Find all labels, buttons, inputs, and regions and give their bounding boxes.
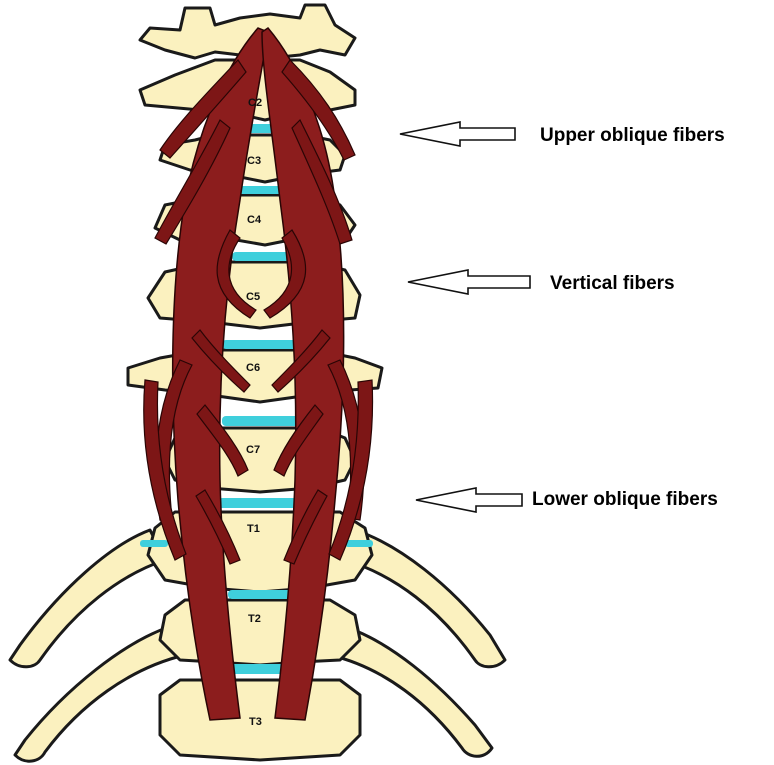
vertebra-label-c2: C2 [248,97,262,109]
arrow-upper-oblique-icon [399,121,516,147]
vertical-slip-right-c5 [263,229,307,319]
lower-oblique-slip-left-3 [196,404,249,477]
vertebra-label-t2: T2 [248,613,261,625]
lower-oblique-slip-right-3 [273,404,324,477]
disc-c5-c6 [222,340,302,349]
longus-colli-muscle [143,27,374,721]
vertebral-column [8,3,507,763]
vertebra-label-t1: T1 [247,523,260,535]
disc-rib-right [345,540,373,547]
upper-oblique-slip-left-2 [154,119,231,245]
vertical-slip-left-c5 [216,229,257,319]
vertebra-label-c4: C4 [247,214,262,226]
lower-oblique-slip-right-2 [328,379,374,561]
rib-left-lower [13,623,187,763]
upper-oblique-slip-right-2 [291,118,353,245]
disc-c6-c7 [222,416,302,426]
disc-c7-t1 [218,498,304,508]
vertebra-labels: C2 C3 C4 C5 C6 C7 T1 T2 T3 [246,97,262,728]
chevron-slip-right-t1 [283,489,328,565]
fiber-callouts: Upper oblique fibers Vertical fibers Low… [399,121,725,513]
vertebra-label-t3: T3 [249,716,262,728]
chevron-slip-left-t1 [195,489,241,565]
vertebra-label-c6: C6 [246,362,260,374]
arrow-lower-oblique-icon [415,487,523,513]
upper-oblique-slip-left-1 [159,59,247,159]
vertebra-label-c7: C7 [246,444,260,456]
rib-right-upper [343,528,507,669]
disc-c4-c5 [232,252,294,261]
label-upper-oblique-fibers: Upper oblique fibers [540,125,725,146]
lower-oblique-slip-left-2 [143,379,187,561]
upper-oblique-slip-right-1 [281,59,356,161]
vertebra-label-c5: C5 [246,291,260,303]
rib-left-upper [8,528,167,669]
label-vertical-fibers: Vertical fibers [550,273,675,294]
vertebra-label-c3: C3 [247,155,261,167]
chevron-slip-right-c6 [271,329,331,393]
arrow-vertical-icon [407,269,531,295]
rib-right-lower [328,623,494,758]
disc-rib-left [140,540,168,547]
label-lower-oblique-fibers: Lower oblique fibers [532,489,718,510]
chevron-slip-left-c6 [191,329,251,393]
vertebra-c1 [138,3,357,60]
disc-t1-t2 [228,590,298,599]
